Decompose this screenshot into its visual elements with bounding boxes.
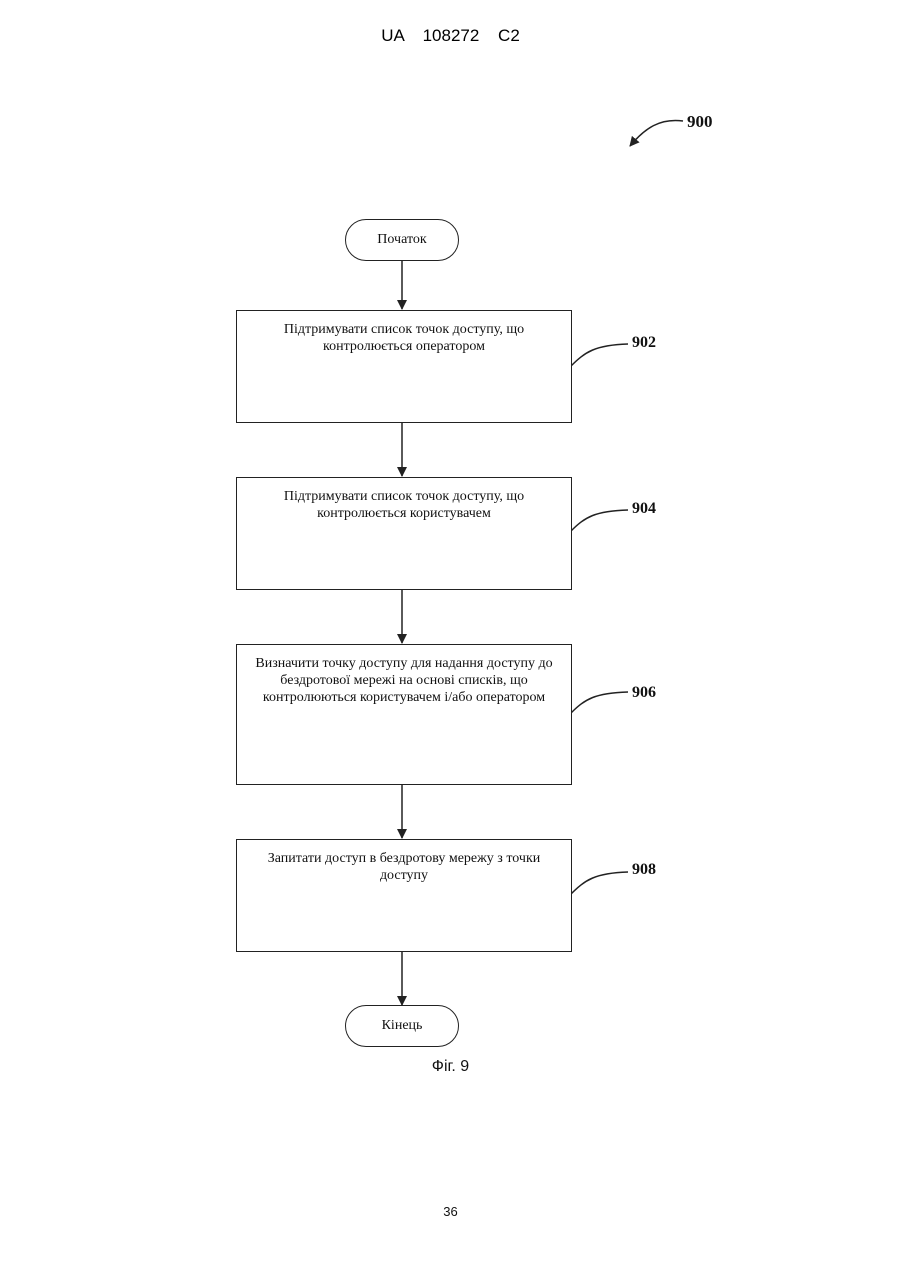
leader-908 — [571, 872, 628, 894]
end-terminal: Кінець — [345, 1005, 459, 1047]
figure-reference-number: 900 — [687, 112, 713, 132]
figure-caption: Фіг. 9 — [0, 1058, 901, 1076]
step-box-908: Запитати доступ в бездротову мережу з то… — [236, 839, 572, 952]
step-ref-902: 902 — [632, 334, 656, 352]
step-box-902: Підтримувати список точок доступу, що ко… — [236, 310, 572, 423]
step-ref-904: 904 — [632, 500, 656, 518]
step-ref-906: 906 — [632, 684, 656, 702]
page-number: 36 — [0, 1204, 901, 1219]
leader-904 — [571, 510, 628, 531]
leader-902 — [571, 344, 628, 366]
start-terminal: Початок — [345, 219, 459, 261]
step-box-906: Визначити точку доступу для надання дост… — [236, 644, 572, 785]
step-box-904: Підтримувати список точок доступу, що ко… — [236, 477, 572, 590]
step-ref-908: 908 — [632, 861, 656, 879]
figure-ref-arrow — [630, 120, 683, 146]
leader-906 — [571, 692, 628, 713]
